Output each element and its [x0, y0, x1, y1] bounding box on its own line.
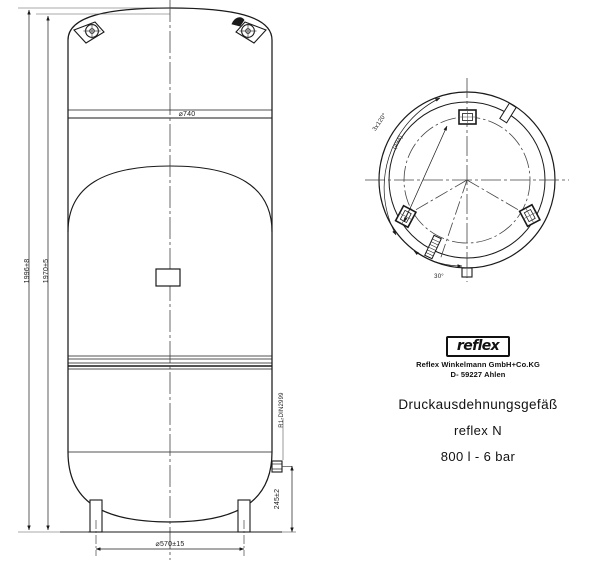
dim-nozzle-thread-label: R1-DIN2999 [279, 392, 285, 428]
plan-lug-lower-right [518, 203, 542, 228]
top-view: 3x120° (494) 30° [365, 78, 569, 282]
top-lug-left [73, 21, 105, 44]
nameplate [155, 268, 181, 287]
dim-foot-circle: ⌀570±15 [95, 541, 245, 551]
dim-nozzle-height-label: 245±2 [274, 489, 281, 509]
dim-body-diameter-label: ⌀740 [179, 111, 196, 118]
plan-foot-bottom [461, 267, 473, 278]
top-lug-right [235, 21, 267, 44]
dim-body-diameter: ⌀740 [68, 109, 272, 118]
dim-30-label: 30° [434, 274, 444, 280]
plan-nozzle-upper-right [499, 102, 517, 124]
extension-lines-left [18, 7, 170, 533]
dim-nozzle-thread: R1-DIN2999 [279, 392, 285, 460]
plan-lug-top [458, 109, 477, 125]
dim-shell-height-label: 1970±5 [43, 259, 50, 284]
dim-bolt-circle-leader [403, 125, 448, 223]
dim-nozzle-height: 245±2 [274, 465, 296, 533]
dim-overall-height: 1996+8 [24, 9, 31, 531]
dim-arc-30 [413, 250, 463, 268]
top-lug-rear-stub [231, 17, 245, 27]
dim-arc-3x120 [383, 97, 441, 236]
front-view: 1996+8 1970±5 ⌀740 R1-DIN2999 245±2 ⌀570… [18, 0, 296, 560]
dim-shell-height: 1970±5 [43, 15, 50, 531]
dim-overall-height-label: 1996+8 [24, 259, 31, 284]
dim-foot-circle-label: ⌀570±15 [156, 541, 185, 548]
